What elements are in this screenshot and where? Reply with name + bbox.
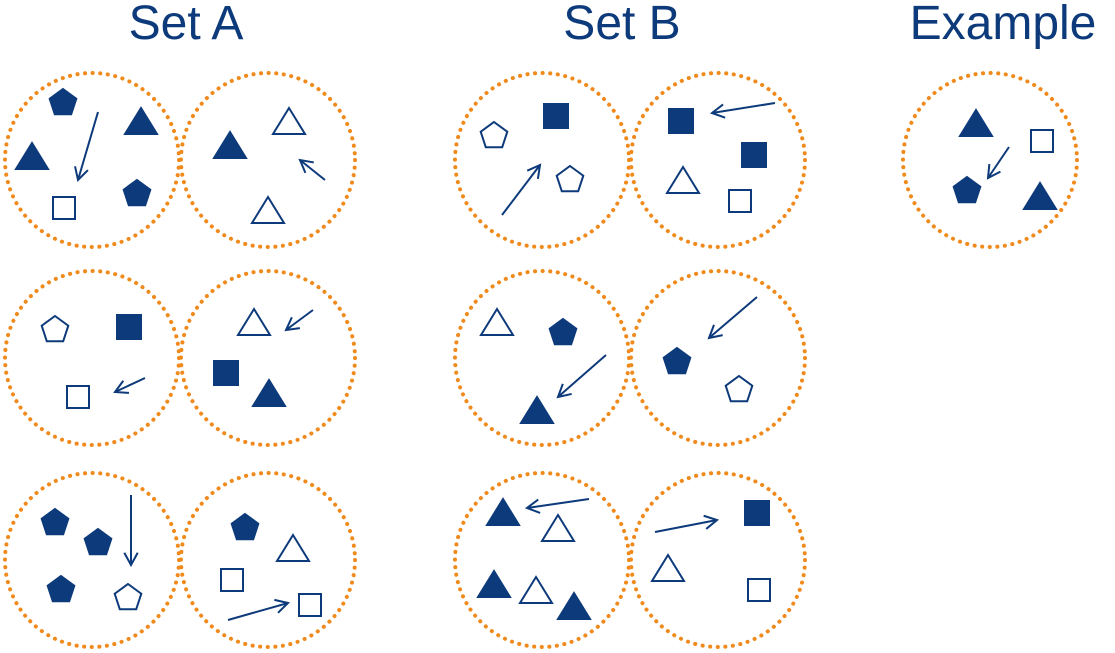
dotted-circle xyxy=(179,471,357,649)
outline-square-icon xyxy=(747,578,771,602)
dotted-circle xyxy=(3,269,181,447)
filled-pentagon-icon xyxy=(548,317,578,346)
arrow-icon xyxy=(501,163,542,216)
outline-triangle-icon xyxy=(650,553,686,582)
arrow-icon xyxy=(298,158,326,181)
dotted-circle xyxy=(629,269,807,447)
outline-pentagon-icon xyxy=(479,120,509,149)
set-b-panel xyxy=(453,71,631,249)
filled-triangle-icon xyxy=(14,141,50,170)
arrow-icon xyxy=(123,495,139,568)
filled-square-icon xyxy=(116,314,142,340)
arrow-icon xyxy=(113,377,146,394)
arrow-icon xyxy=(986,146,1010,180)
example-title: Example xyxy=(909,0,1097,50)
set-b-panel xyxy=(629,471,807,649)
arrow-icon xyxy=(74,111,99,183)
filled-pentagon-icon xyxy=(230,512,260,541)
filled-square-icon xyxy=(668,108,694,134)
outline-triangle-icon xyxy=(665,165,701,194)
filled-pentagon-icon xyxy=(46,574,76,603)
filled-pentagon-icon xyxy=(48,87,78,116)
filled-triangle-icon xyxy=(212,130,248,159)
set-b-title: Set B xyxy=(563,0,681,50)
arrow-icon xyxy=(709,102,776,119)
dotted-circle xyxy=(901,71,1079,249)
set-b-panel xyxy=(453,269,631,447)
filled-square-icon xyxy=(213,360,239,386)
outline-pentagon-icon xyxy=(40,314,70,343)
outline-triangle-icon xyxy=(250,195,286,224)
filled-pentagon-icon xyxy=(83,527,113,556)
set-a-panel xyxy=(179,471,357,649)
set-a-panel xyxy=(3,471,181,649)
filled-triangle-icon xyxy=(1022,181,1058,210)
set-b-panel xyxy=(453,471,631,649)
outline-pentagon-icon xyxy=(113,582,143,611)
outline-square-icon xyxy=(728,189,752,213)
arrow-icon xyxy=(707,296,758,340)
outline-pentagon-icon xyxy=(555,164,585,193)
dotted-circle xyxy=(179,71,357,249)
outline-square-icon xyxy=(66,385,90,409)
outline-square-icon xyxy=(220,568,244,592)
filled-pentagon-icon xyxy=(40,507,70,536)
outline-triangle-icon xyxy=(275,533,311,562)
outline-pentagon-icon xyxy=(724,374,754,403)
set-a-panel xyxy=(3,71,181,249)
filled-square-icon xyxy=(543,103,569,129)
dotted-circle xyxy=(3,471,181,649)
set-b-panel xyxy=(629,269,807,447)
set-a-panel xyxy=(179,71,357,249)
dotted-circle xyxy=(453,71,631,249)
filled-triangle-icon xyxy=(476,569,512,598)
arrow-icon xyxy=(227,598,291,621)
outline-triangle-icon xyxy=(518,575,554,604)
outline-square-icon xyxy=(52,196,76,220)
outline-triangle-icon xyxy=(271,106,307,135)
filled-pentagon-icon xyxy=(662,346,692,375)
example-panel xyxy=(901,71,1079,249)
filled-pentagon-icon xyxy=(952,175,982,204)
filled-triangle-icon xyxy=(251,378,287,407)
filled-square-icon xyxy=(744,500,770,526)
dotted-circle xyxy=(453,471,631,649)
dotted-circle xyxy=(453,269,631,447)
filled-triangle-icon xyxy=(556,591,592,620)
outline-triangle-icon xyxy=(479,307,515,336)
arrow-icon xyxy=(524,498,590,514)
outline-triangle-icon xyxy=(236,307,272,336)
arrow-icon xyxy=(556,354,607,399)
dotted-circle xyxy=(179,269,357,447)
filled-pentagon-icon xyxy=(122,178,152,207)
dotted-circle xyxy=(629,71,807,249)
filled-triangle-icon xyxy=(958,108,994,137)
set-b-panel xyxy=(629,71,807,249)
filled-triangle-icon xyxy=(519,395,555,424)
set-a-panel xyxy=(179,269,357,447)
outline-square-icon xyxy=(298,593,322,617)
filled-square-icon xyxy=(741,142,767,168)
filled-triangle-icon xyxy=(485,497,521,526)
set-a-panel xyxy=(3,269,181,447)
outline-triangle-icon xyxy=(540,513,576,542)
arrow-icon xyxy=(284,309,314,332)
arrow-icon xyxy=(654,514,720,533)
dotted-circle xyxy=(3,71,181,249)
set-a-title: Set A xyxy=(128,0,244,50)
dotted-circle xyxy=(629,471,807,649)
filled-triangle-icon xyxy=(123,106,159,135)
outline-square-icon xyxy=(1030,129,1054,153)
